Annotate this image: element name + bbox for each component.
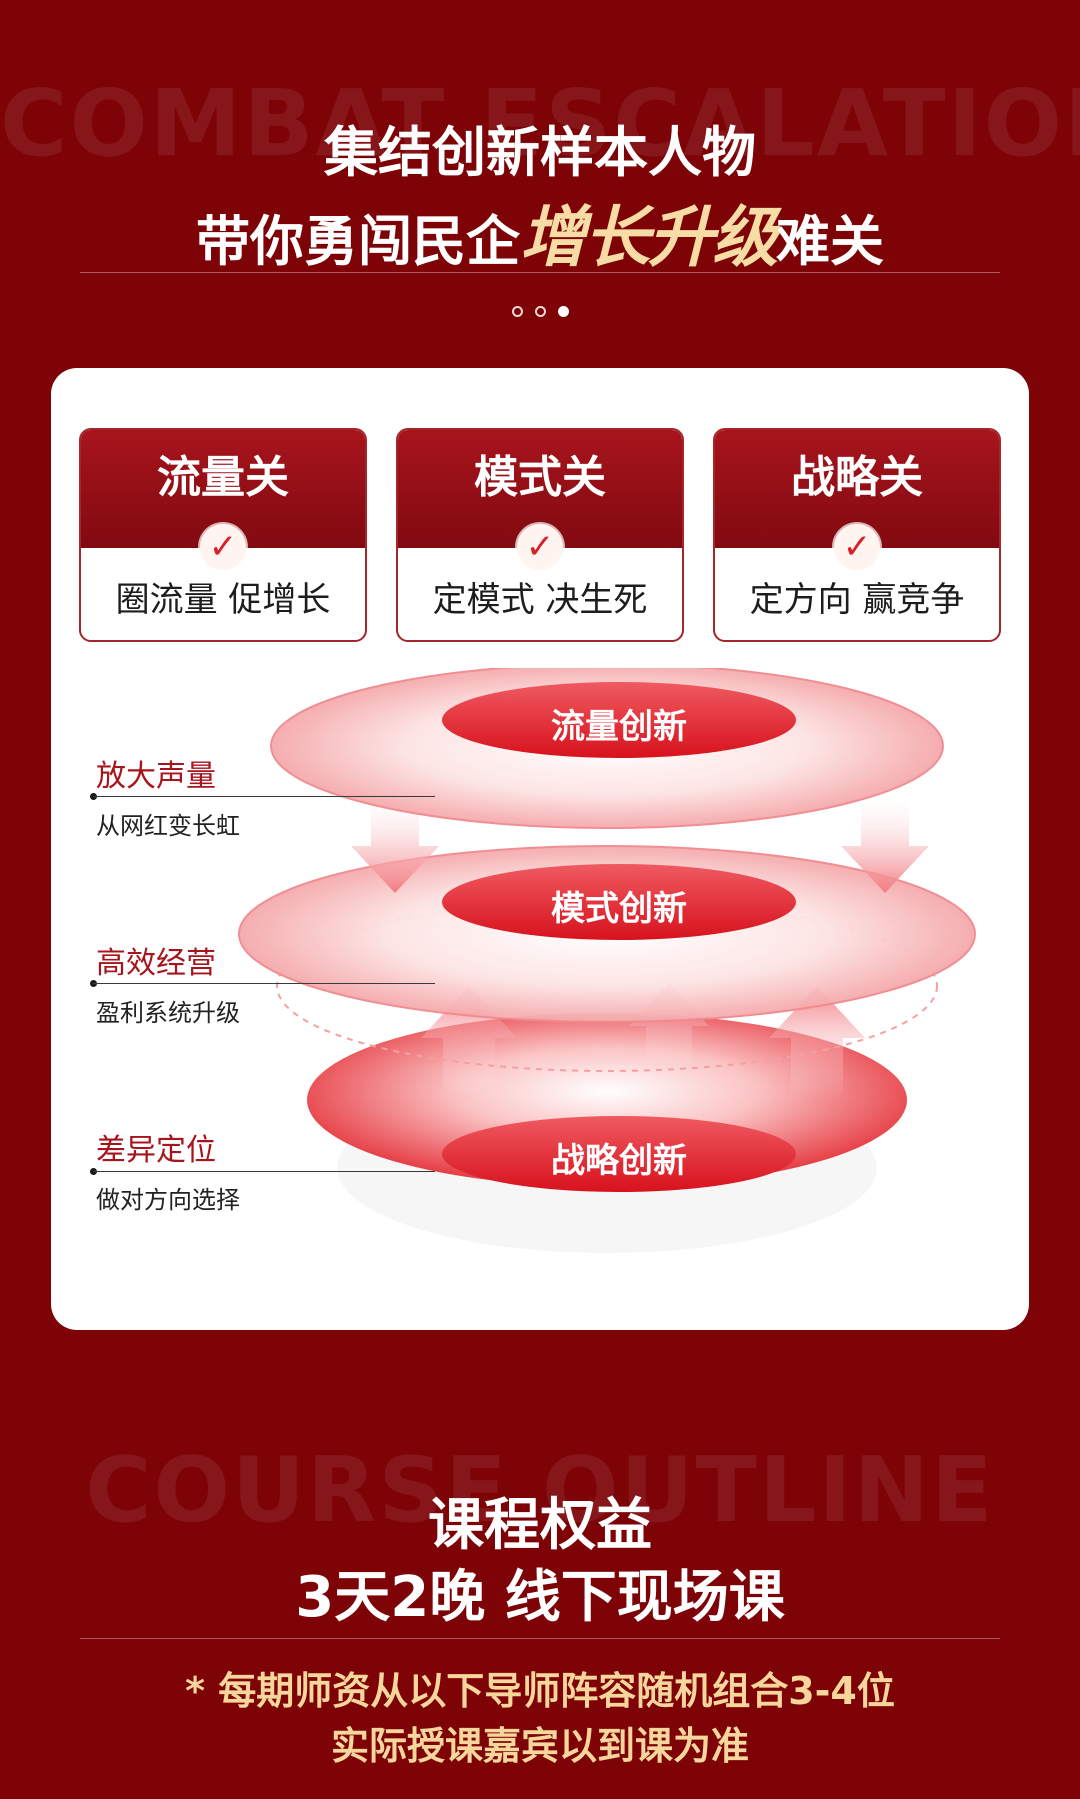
- side-divider: [93, 796, 435, 797]
- side-sub-positioning: 做对方向选择: [96, 1186, 240, 1214]
- gate-subtitle: 圈流量 促增长: [115, 580, 331, 620]
- headline-line-1: 集结创新样本人物: [324, 121, 756, 184]
- carousel-dot-3-active[interactable]: [557, 306, 569, 317]
- strategy-pill: [442, 1116, 796, 1192]
- check-icon: ✓: [200, 524, 246, 570]
- gate-title: 模式关: [398, 430, 682, 548]
- carousel-dot-1[interactable]: [511, 306, 523, 317]
- model-pill-label: 模式创新: [551, 889, 687, 929]
- arrow-up-icon: [629, 983, 709, 1068]
- faculty-note-line-1: * 每期师资从以下导师阵容随机组合3-4位: [185, 1669, 895, 1713]
- gate-card-traffic: 流量关 ✓ 圈流量 促增长: [79, 428, 367, 642]
- background-watermark-combat-escalation: COMBAT ESCALATION: [0, 70, 1080, 177]
- side-sub-efficient: 盈利系统升级: [96, 999, 240, 1027]
- strategy-pill-label: 战略创新: [551, 1141, 687, 1181]
- check-icon: ✓: [517, 524, 563, 570]
- traffic-pill: [442, 682, 796, 758]
- traffic-pill-label: 流量创新: [551, 707, 687, 747]
- side-title-efficient: 高效经营: [96, 946, 216, 981]
- headline-suffix: 难关: [776, 210, 884, 273]
- headline-line-2: 带你勇闯民企增长升级难关: [0, 184, 1080, 280]
- arrow-down-icon: [841, 790, 929, 893]
- side-title-amplify: 放大声量: [96, 759, 216, 794]
- gate-card-strategy: 战略关 ✓ 定方向 赢竞争: [713, 428, 1001, 642]
- gate-card-model: 模式关 ✓ 定模式 决生死: [396, 428, 684, 642]
- side-divider: [93, 1171, 435, 1172]
- carousel-dot-2[interactable]: [534, 306, 546, 317]
- headline-prefix: 带你勇闯民企: [196, 210, 520, 273]
- side-divider: [93, 983, 435, 984]
- gate-subtitle: 定方向 赢竞争: [749, 580, 965, 620]
- gate-subtitle: 定模式 决生死: [432, 580, 648, 620]
- background-watermark-course-outline: COURSE OUTLINE: [85, 1438, 995, 1543]
- faculty-note-line-2: 实际授课嘉宾以到课为准: [330, 1724, 749, 1768]
- side-title-positioning: 差异定位: [96, 1133, 216, 1168]
- course-subtitle: 3天2晚 线下现场课: [295, 1565, 785, 1630]
- arrow-up-icon: [769, 986, 865, 1098]
- arrow-down-icon: [351, 790, 439, 893]
- headline-highlight: 增长升级: [520, 198, 778, 276]
- side-sub-amplify: 从网红变长虹: [96, 812, 240, 840]
- header-divider: [80, 272, 1000, 273]
- model-pill: [442, 864, 796, 940]
- course-divider: [80, 1638, 1000, 1639]
- innovation-card: 流量关 ✓ 圈流量 促增长 模式关 ✓ 定模式 决生死 战略关 ✓ 定方向 赢竞…: [51, 368, 1029, 1330]
- course-title: 课程权益: [428, 1493, 652, 1558]
- check-icon: ✓: [834, 524, 880, 570]
- innovation-layers-diagram: [238, 668, 976, 1253]
- carousel-indicator: [0, 302, 1080, 321]
